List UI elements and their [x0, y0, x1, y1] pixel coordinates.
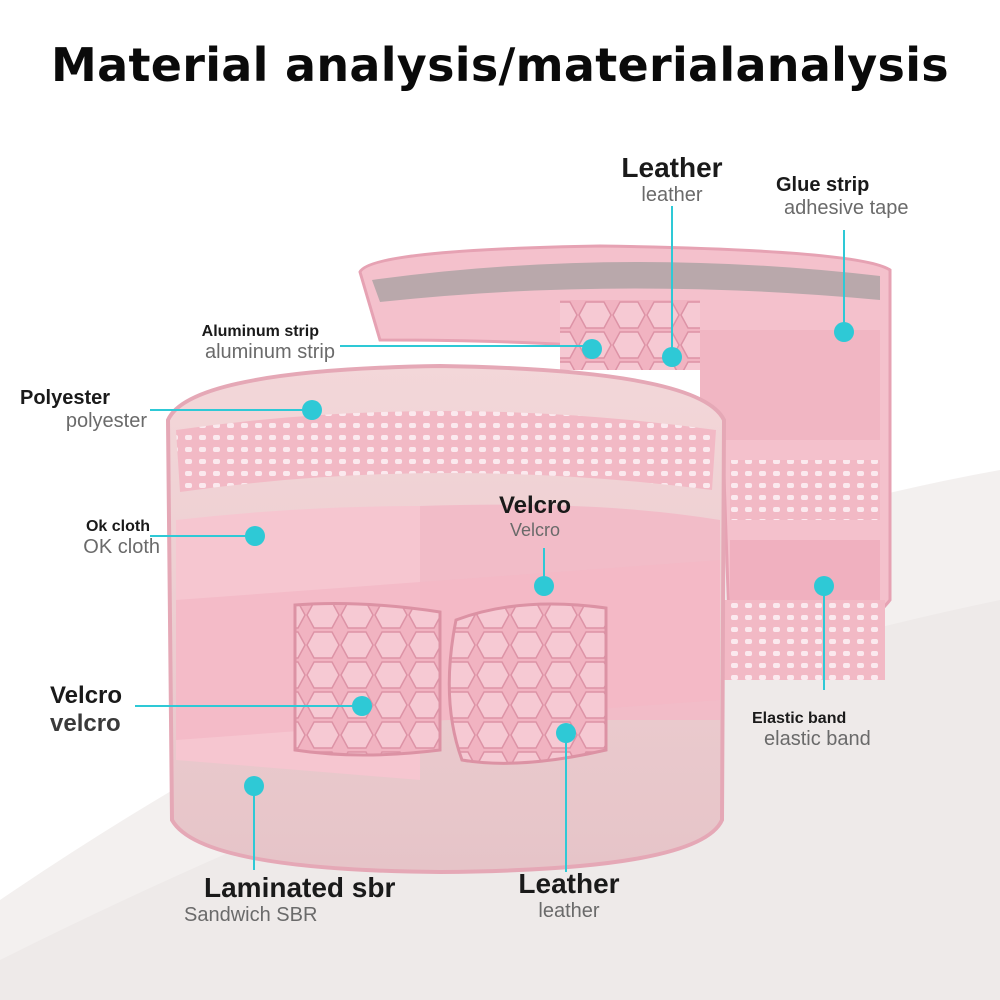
front-belt — [165, 363, 727, 875]
label-ok-cloth-sub: OK cloth — [83, 536, 160, 558]
label-elastic-band-sub: elastic band — [764, 728, 871, 750]
label-aluminum-strip: Aluminum strip aluminum strip — [160, 323, 335, 364]
label-ok-cloth: Ok cloth OK cloth — [40, 518, 160, 559]
label-leather-bottom-en: Leather — [518, 868, 620, 899]
label-velcro-left-sub: velcro — [50, 710, 121, 737]
label-leather-top-en: Leather — [621, 152, 723, 183]
label-glue-strip-sub: adhesive tape — [784, 197, 909, 219]
label-velcro-center-sub: Velcro — [509, 520, 561, 540]
label-polyester-sub: polyester — [65, 410, 147, 432]
label-laminated-sbr-sub: Sandwich SBR — [184, 904, 318, 926]
label-elastic-band-en: Elastic band — [752, 710, 847, 727]
label-aluminum-strip-en: Aluminum strip — [201, 323, 319, 340]
label-velcro-left: Velcro velcro — [50, 682, 122, 738]
label-leather-bottom-sub: leather — [538, 900, 600, 922]
label-ok-cloth-en: Ok cloth — [85, 518, 150, 535]
label-aluminum-strip-sub: aluminum strip — [204, 341, 335, 363]
label-glue-strip: Glue strip adhesive tape — [776, 174, 909, 220]
label-laminated-sbr-en: Laminated sbr — [204, 872, 396, 903]
label-leather-bottom: Leather leather — [504, 868, 634, 923]
label-velcro-center-en: Velcro — [498, 492, 572, 519]
label-velcro-center: Velcro Velcro — [470, 492, 600, 541]
label-leather-top: Leather leather — [606, 152, 738, 207]
page-title: Material analysis/materialanalysis — [51, 38, 949, 92]
label-polyester-en: Polyester — [20, 387, 111, 409]
label-leather-top-sub: leather — [641, 184, 703, 206]
label-glue-strip-en: Glue strip — [776, 174, 870, 196]
label-velcro-left-en: Velcro — [50, 682, 123, 709]
label-laminated-sbr: Laminated sbr Sandwich SBR — [184, 872, 395, 927]
label-polyester: Polyester polyester — [20, 387, 147, 433]
label-elastic-band: Elastic band elastic band — [752, 710, 871, 751]
